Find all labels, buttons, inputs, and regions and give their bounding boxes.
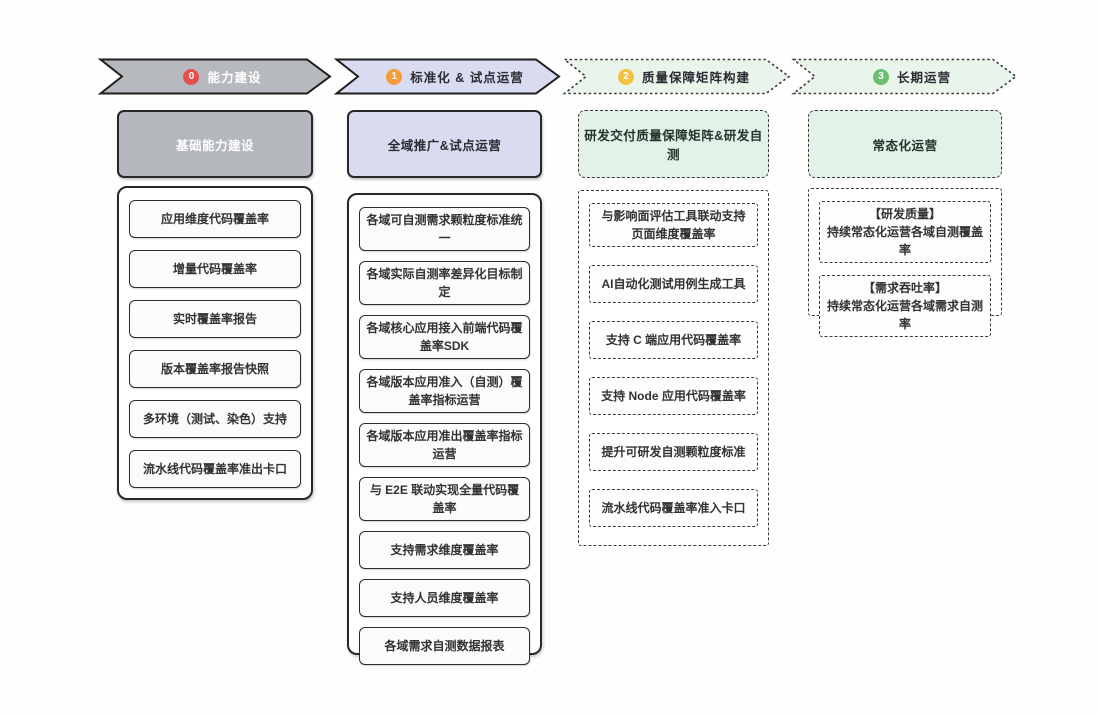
roadmap-item: 与 E2E 联动实现全量代码覆盖率 bbox=[359, 477, 530, 521]
phase-title: 标准化 & 试点运营 bbox=[410, 71, 524, 85]
roadmap-item: 实时覆盖率报告 bbox=[129, 300, 301, 338]
phase-header-1: 全域推广&试点运营 bbox=[347, 110, 542, 178]
phase-items-panel-3: 【研发质量】 持续常态化运营各域自测覆盖率 【需求吞吐率】 持续常态化运营各域需… bbox=[808, 188, 1002, 337]
roadmap-item: 支持 Node 应用代码覆盖率 bbox=[589, 377, 758, 415]
roadmap-item: 支持 C 端应用代码覆盖率 bbox=[589, 321, 758, 359]
roadmap-item: 支持需求维度覆盖率 bbox=[359, 531, 530, 569]
roadmap-item: 【研发质量】 持续常态化运营各域自测覆盖率 bbox=[819, 201, 991, 263]
roadmap-item: 流水线代码覆盖率准入卡口 bbox=[589, 489, 758, 527]
phase-title: 质量保障矩阵构建 bbox=[641, 71, 750, 85]
roadmap-item: 与影响面评估工具联动支持页面维度覆盖率 bbox=[589, 203, 758, 247]
phase-items-panel-0: 应用维度代码覆盖率 增量代码覆盖率 实时覆盖率报告 版本覆盖率报告快照 多环境（… bbox=[117, 186, 313, 500]
roadmap-item: 应用维度代码覆盖率 bbox=[129, 200, 301, 238]
roadmap-item: 各域实际自测率差异化目标制定 bbox=[359, 261, 530, 305]
roadmap-item: 多环境（测试、染色）支持 bbox=[129, 400, 301, 438]
phase-title: 能力建设 bbox=[207, 71, 262, 85]
roadmap-item: 各域需求自测数据报表 bbox=[359, 627, 530, 665]
phase-arrow-0: 0 能力建设 bbox=[97, 58, 332, 95]
phase-badge: 2 bbox=[617, 68, 634, 85]
phase-badge: 0 bbox=[183, 68, 200, 85]
roadmap-item: 提升可研发自测颗粒度标准 bbox=[589, 433, 758, 471]
phase-arrow-2: 2 质量保障矩阵构建 bbox=[562, 58, 791, 95]
roadmap-item: 各域可自测需求颗粒度标准统一 bbox=[359, 207, 530, 251]
arrow-shape-icon bbox=[333, 58, 561, 95]
arrow-shape-icon bbox=[562, 58, 791, 95]
roadmap-item: 各域核心应用接入前端代码覆盖率SDK bbox=[359, 315, 530, 359]
roadmap-item: AI自动化测试用例生成工具 bbox=[589, 265, 758, 303]
arrow-shape-icon bbox=[97, 58, 332, 95]
roadmap-item: 各域版本应用准入（自测）覆盖率指标运营 bbox=[359, 369, 530, 413]
phase-badge: 3 bbox=[872, 68, 889, 85]
roadmap-item: 流水线代码覆盖率准出卡口 bbox=[129, 450, 301, 488]
phase-items-panel-2: 与影响面评估工具联动支持页面维度覆盖率 AI自动化测试用例生成工具 支持 C 端… bbox=[578, 190, 769, 546]
phase-arrow-1: 1 标准化 & 试点运营 bbox=[333, 58, 561, 95]
phase-header-0: 基础能力建设 bbox=[117, 110, 313, 178]
roadmap-item: 增量代码覆盖率 bbox=[129, 250, 301, 288]
phase-title: 长期运营 bbox=[896, 71, 951, 85]
arrow-shape-icon bbox=[791, 58, 1018, 95]
phase-arrow-3: 3 长期运营 bbox=[791, 58, 1018, 95]
phase-items-panel-1: 各域可自测需求颗粒度标准统一 各域实际自测率差异化目标制定 各域核心应用接入前端… bbox=[347, 193, 542, 665]
phase-header-3: 常态化运营 bbox=[808, 110, 1002, 178]
phase-badge: 1 bbox=[386, 68, 403, 85]
phase-header-2: 研发交付质量保障矩阵&研发自测 bbox=[578, 110, 769, 178]
roadmap-item: 【需求吞吐率】 持续常态化运营各域需求自测率 bbox=[819, 275, 991, 337]
roadmap-item: 版本覆盖率报告快照 bbox=[129, 350, 301, 388]
roadmap-item: 支持人员维度覆盖率 bbox=[359, 579, 530, 617]
roadmap-item: 各域版本应用准出覆盖率指标运营 bbox=[359, 423, 530, 467]
